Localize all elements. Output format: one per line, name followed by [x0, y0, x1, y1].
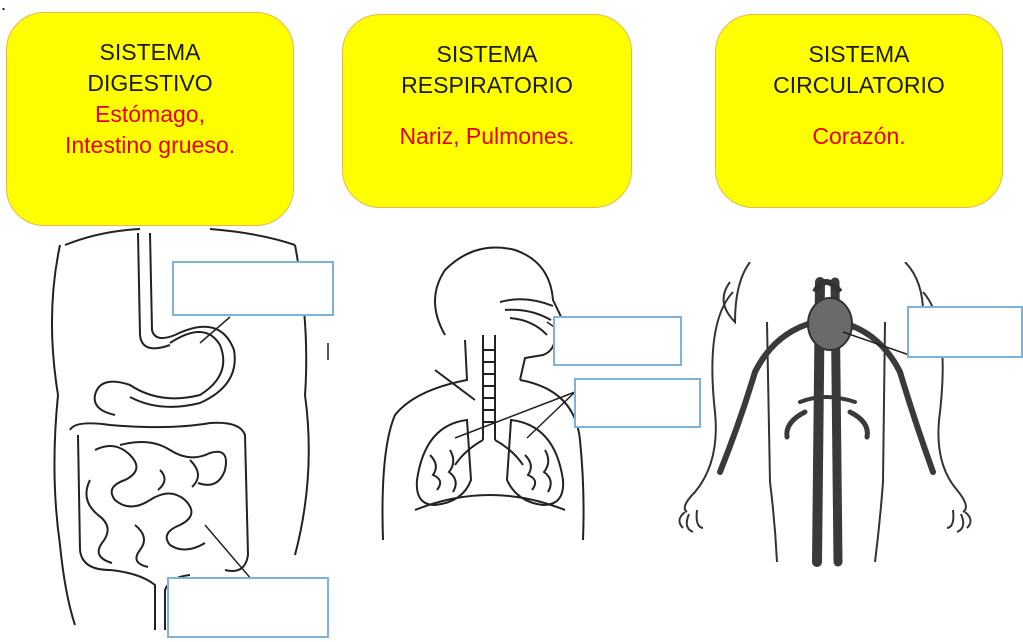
stray-mark: .: [1, 0, 7, 14]
card-title-line2: DIGESTIVO: [87, 70, 213, 96]
organs-line2: Intestino grueso.: [64, 132, 236, 158]
circulatory-system-illustration: [678, 262, 972, 567]
organs-text: Nariz, Pulmones.: [399, 123, 575, 149]
card-title-line2: CIRCULATORIO: [773, 72, 945, 98]
label-box-lungs[interactable]: [574, 378, 701, 428]
card-respiratory-system: SISTEMA RESPIRATORIO Nariz, Pulmones.: [342, 14, 632, 208]
label-box-stomach[interactable]: [172, 261, 334, 316]
label-box-large-intestine[interactable]: [167, 577, 329, 638]
card-title-line1: SISTEMA: [99, 39, 201, 65]
card-title-line1: SISTEMA: [436, 41, 538, 67]
organs-text: Corazón.: [812, 123, 906, 149]
card-digestive-system: SISTEMA DIGESTIVO Estómago, Intestino gr…: [6, 12, 294, 226]
label-box-heart[interactable]: [907, 306, 1023, 358]
respiratory-system-illustration: [381, 246, 585, 541]
card-circulatory-system: SISTEMA CIRCULATORIO Corazón.: [715, 14, 1003, 208]
card-title-line2: RESPIRATORIO: [401, 72, 573, 98]
organs-line1: Estómago,: [95, 101, 205, 127]
label-box-nose[interactable]: [553, 316, 682, 366]
card-title-line1: SISTEMA: [808, 41, 910, 67]
digestive-system-illustration: [50, 228, 329, 630]
